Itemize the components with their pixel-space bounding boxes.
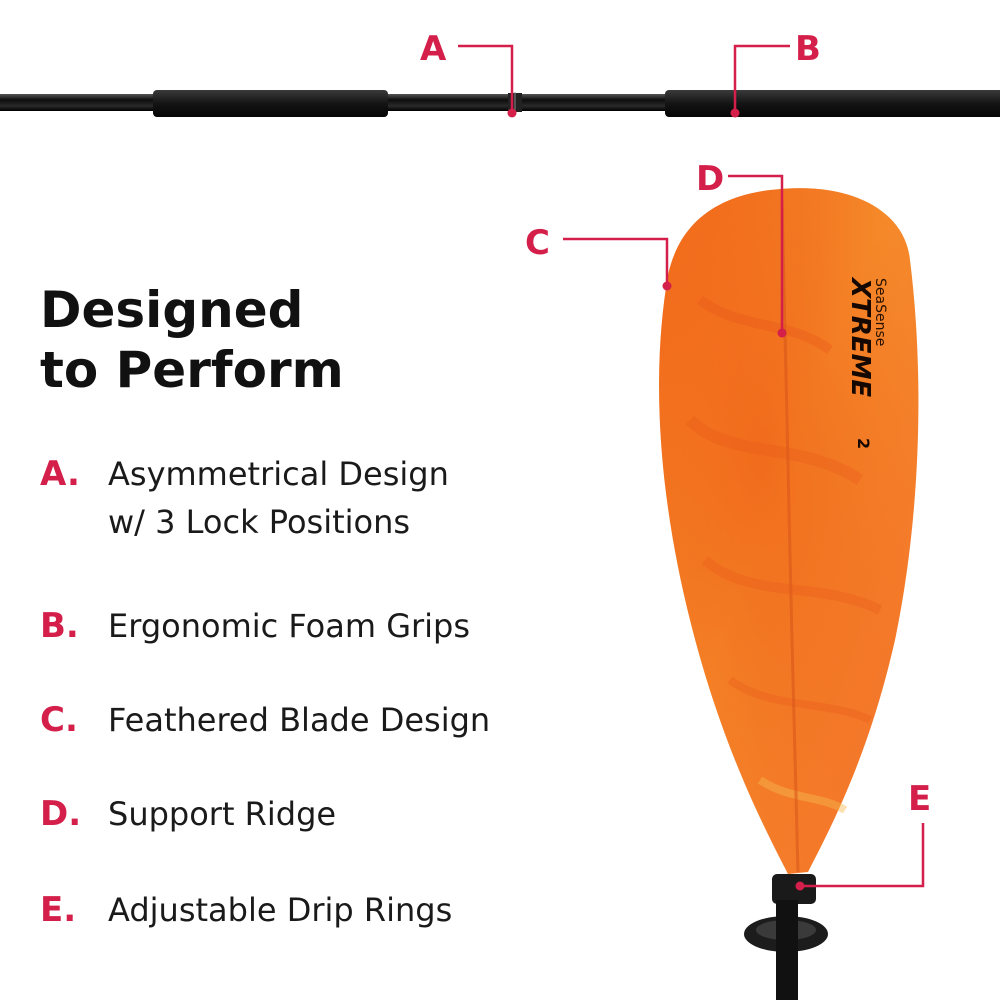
callout-label-a: A — [420, 29, 447, 69]
callout-label-e: E — [908, 779, 931, 819]
callout-line-b — [733, 44, 790, 112]
drip-ring-collar — [772, 874, 816, 904]
feature-letter: C. — [40, 700, 78, 740]
support-ridge — [780, 199, 800, 873]
feature-letter: B. — [40, 606, 79, 646]
feature-c: C. Feathered Blade Design — [40, 696, 560, 744]
foam-grip-left — [153, 90, 388, 117]
svg-text:XTREME: XTREME — [845, 276, 875, 397]
feature-text-line-1: Feathered Blade Design — [108, 701, 491, 739]
svg-text:SeaSense: SeaSense — [872, 278, 888, 346]
callout-dot-e — [795, 881, 805, 891]
callout-dot-d — [777, 328, 787, 338]
feature-text: Ergonomic Foam Grips — [108, 602, 568, 650]
page-title-line-1: Designed — [40, 281, 304, 339]
feature-text-line-1: Adjustable Drip Rings — [108, 891, 453, 929]
callout-line-a — [458, 44, 514, 112]
callout-label-c: C — [525, 223, 550, 263]
callout-label-d: D — [696, 159, 724, 199]
foam-grip-right — [665, 90, 1000, 117]
feature-letter: A. — [40, 454, 80, 494]
feature-letter: D. — [40, 794, 82, 834]
feature-text: Adjustable Drip Rings — [108, 886, 568, 934]
feature-text: Asymmetrical Design w/ 3 Lock Positions — [108, 450, 568, 546]
feature-text-line-1: Support Ridge — [108, 795, 337, 833]
feature-b: B. Ergonomic Foam Grips — [40, 602, 560, 650]
callout-line-e — [800, 823, 925, 888]
callout-line-c — [563, 237, 669, 285]
feature-e: E. Adjustable Drip Rings — [40, 886, 560, 934]
brand-logo: SeaSense XTREME 2 — [845, 276, 888, 449]
feature-a: A. Asymmetrical Design w/ 3 Lock Positio… — [40, 450, 560, 546]
page-title: Designed to Perform — [40, 280, 344, 400]
feature-text-line-2: w/ 3 Lock Positions — [108, 503, 411, 541]
feature-text-line-1: Asymmetrical Design — [108, 455, 449, 493]
lower-shaft — [776, 900, 798, 1000]
feature-d: D. Support Ridge — [40, 790, 560, 838]
page-title-line-2: to Perform — [40, 341, 344, 399]
callout-dot-a — [507, 108, 517, 118]
feature-text: Feathered Blade Design — [108, 696, 568, 744]
svg-text:2: 2 — [854, 438, 873, 449]
feature-letter: E. — [40, 890, 77, 930]
feature-text-line-1: Ergonomic Foam Grips — [108, 607, 471, 645]
callout-label-b: B — [795, 29, 821, 69]
callout-dot-c — [662, 281, 672, 291]
feature-text: Support Ridge — [108, 790, 568, 838]
callout-dot-b — [730, 108, 740, 118]
callout-line-d — [728, 174, 784, 333]
